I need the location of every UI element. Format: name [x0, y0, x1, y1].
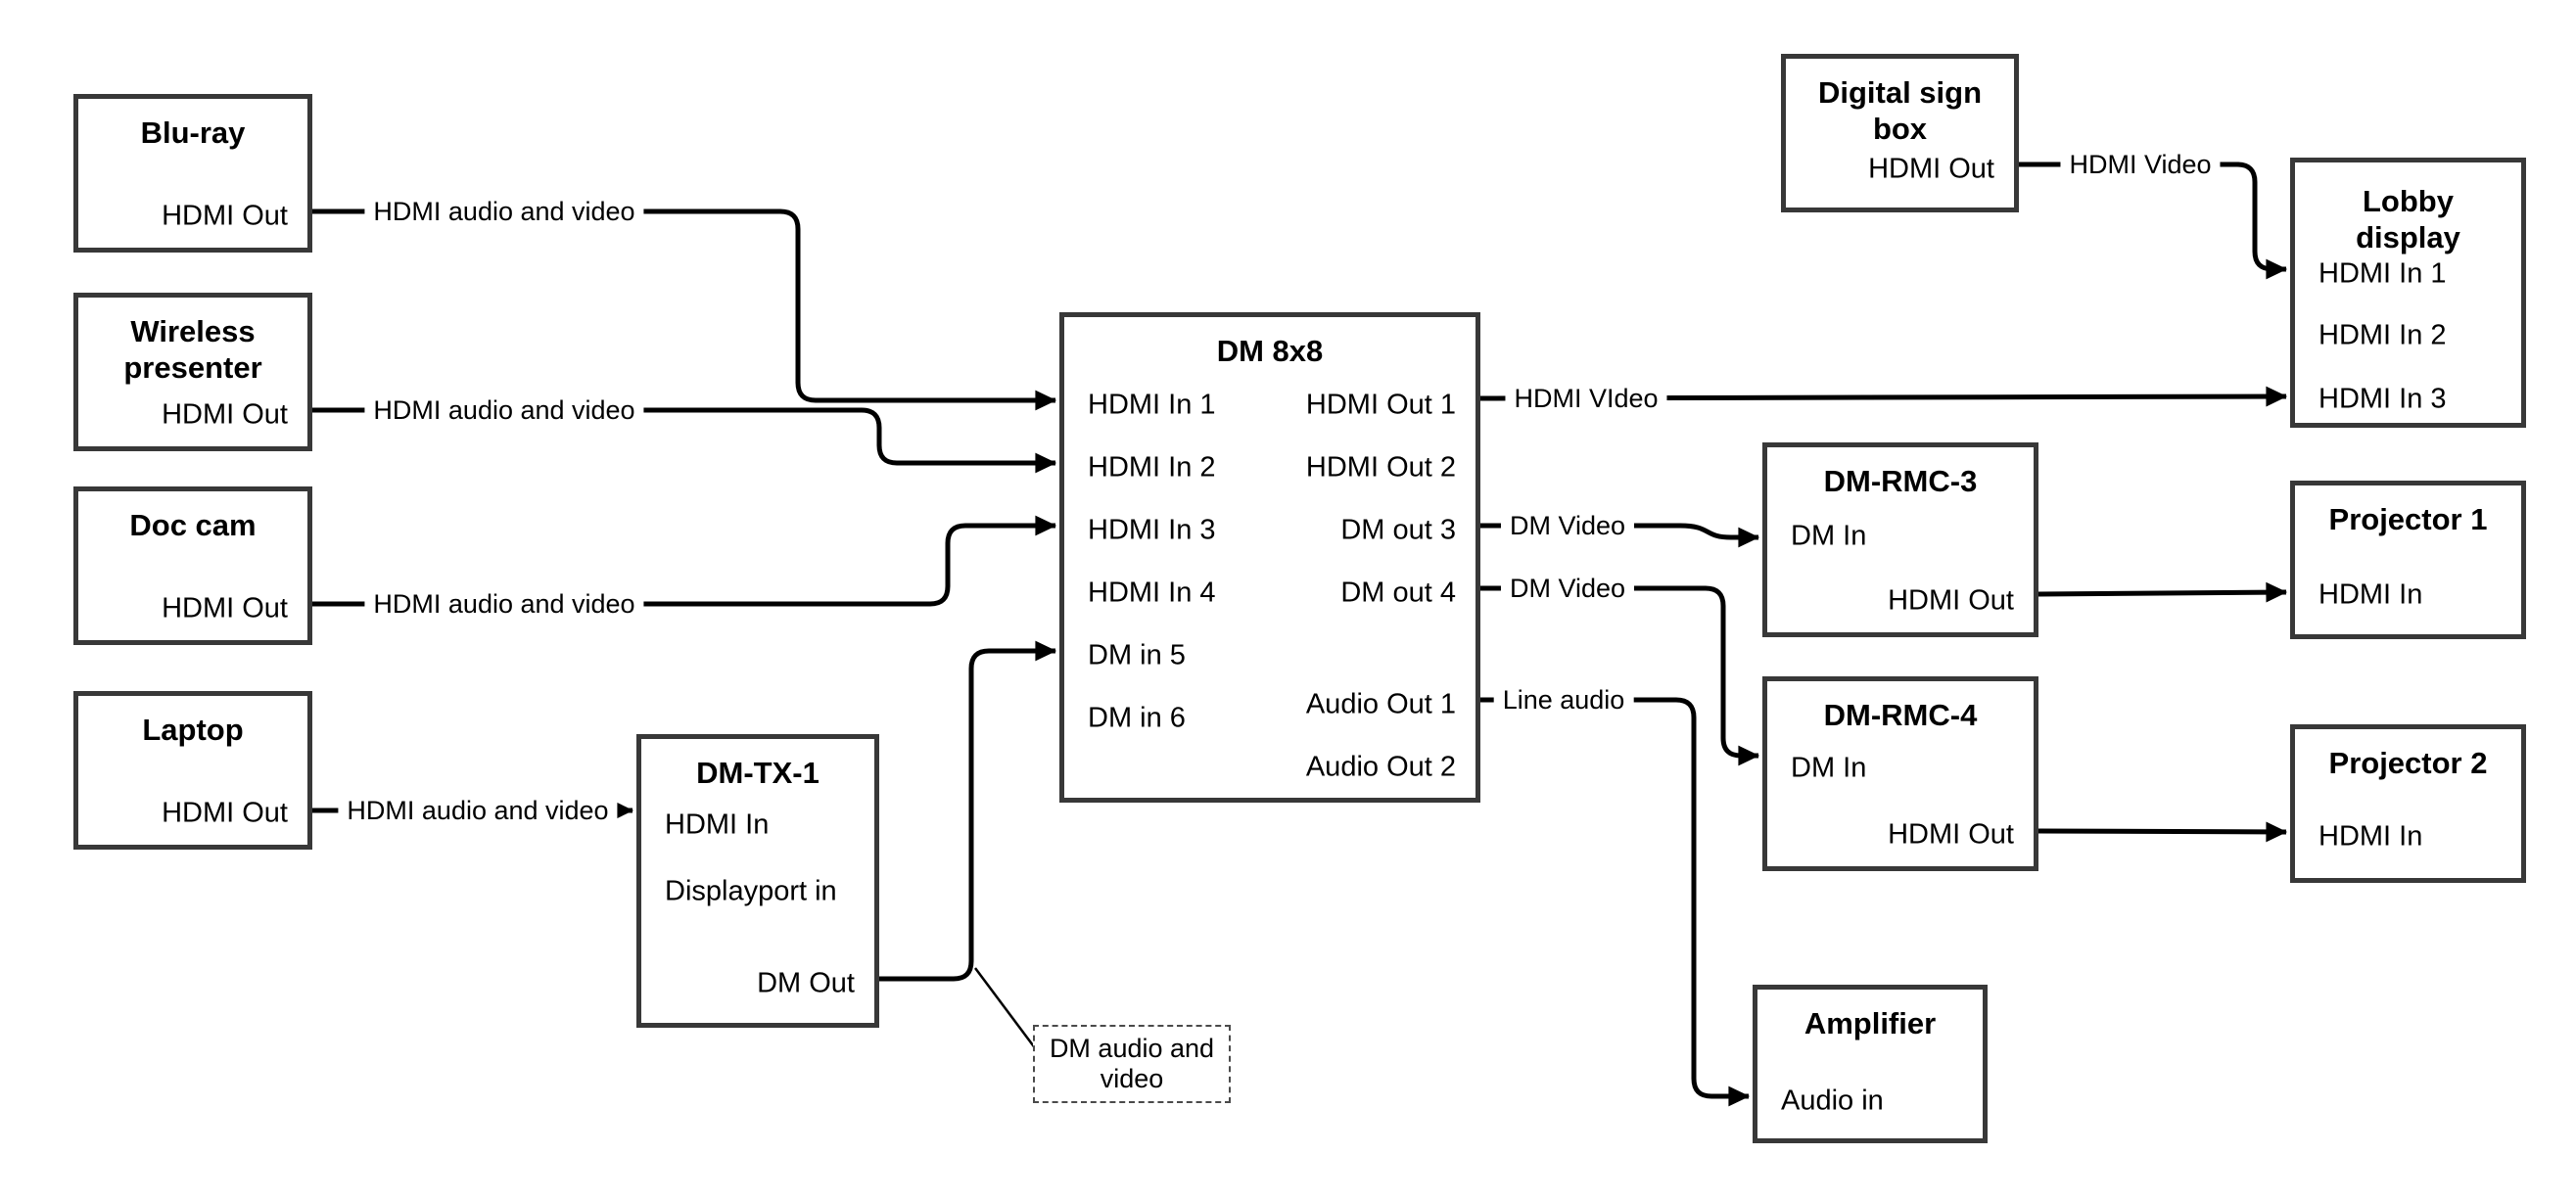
dm-rmc-4-box: DM-RMC-4 DM In HDMI Out: [1762, 676, 2038, 871]
laptop-box: Laptop HDMI Out: [73, 691, 312, 850]
lobby-display-port-hdmi-in-2: HDMI In 2: [2318, 319, 2447, 351]
dm-tx-1-port-displayport-in: Displayport in: [665, 875, 837, 907]
dm-8x8-port-dm-out-4: DM out 4: [1340, 577, 1456, 609]
dm-rmc-3-box: DM-RMC-3 DM In HDMI Out: [1762, 442, 2038, 637]
dm-audio-video-callout: DM audio and video: [1033, 1025, 1231, 1103]
callout-leader-line: [973, 967, 1038, 1050]
digital-sign-title: Digital sign box: [1817, 75, 1983, 146]
dm-rmc-4-port-dm-in: DM In: [1791, 752, 1867, 784]
wire-label-hdmi-video-out1: HDMI VIdeo: [1505, 382, 1667, 415]
doc-cam-box: Doc cam HDMI Out: [73, 486, 312, 645]
bluray-title: Blu-ray: [140, 115, 246, 150]
dm-8x8-port-dm-in-6: DM in 6: [1088, 702, 1186, 734]
connector-bluray-to-dm8x8-in1: [312, 208, 1057, 411]
dm-8x8-port-hdmi-out-1: HDMI Out 1: [1305, 389, 1456, 421]
dm-rmc-3-port-hdmi-out: HDMI Out: [1888, 584, 2014, 617]
wire-label-doccam: HDMI audio and video: [364, 587, 644, 621]
dm-8x8-port-hdmi-in-2: HDMI In 2: [1088, 451, 1216, 484]
connector-dm8x8-out4-to-rmc4: [1480, 585, 1760, 766]
connector-dmtx1-to-dm8x8-in5: [879, 640, 1057, 982]
dm-8x8-port-hdmi-out-2: HDMI Out 2: [1305, 451, 1456, 484]
dm-8x8-box: DM 8x8 HDMI In 1 HDMI In 2 HDMI In 3 HDM…: [1059, 312, 1480, 803]
connector-doccam-to-dm8x8-in3: [312, 515, 1057, 607]
digital-sign-port-hdmi-out: HDMI Out: [1868, 153, 1994, 185]
connector-rmc4-to-projector2: [2037, 821, 2288, 843]
connector-digitalsign-to-lobby-in1: [2019, 162, 2288, 280]
projector-1-box: Projector 1 HDMI In: [2290, 481, 2526, 639]
projector-1-port-hdmi-in: HDMI In: [2318, 578, 2423, 611]
bluray-box: Blu-ray HDMI Out: [73, 94, 312, 253]
wireless-presenter-port-hdmi-out: HDMI Out: [162, 398, 288, 431]
wire-label-laptop: HDMI audio and video: [338, 794, 618, 827]
bluray-port-hdmi-out: HDMI Out: [162, 200, 288, 232]
wireless-presenter-box: Wireless presenter HDMI Out: [73, 293, 312, 451]
wire-label-dm-video-3: DM Video: [1500, 509, 1635, 542]
dm-8x8-port-audio-out-1: Audio Out 1: [1305, 688, 1456, 720]
connector-wireless-to-dm8x8-in2: [312, 407, 1057, 474]
projector-2-port-hdmi-in: HDMI In: [2318, 820, 2423, 853]
dm-tx-1-port-hdmi-in: HDMI In: [665, 808, 770, 841]
projector-1-title: Projector 1: [2328, 502, 2488, 536]
dm-audio-video-callout-text: DM audio and video: [1049, 1034, 1215, 1093]
dm-8x8-port-hdmi-in-3: HDMI In 3: [1088, 514, 1216, 546]
laptop-title: Laptop: [142, 713, 244, 747]
dm-8x8-port-audio-out-2: Audio Out 2: [1305, 751, 1456, 783]
dm-tx-1-box: DM-TX-1 HDMI In Displayport in DM Out: [636, 734, 879, 1028]
amplifier-box: Amplifier Audio in: [1753, 985, 1988, 1143]
wire-label-hdmi-video-sign: HDMI Video: [2060, 148, 2221, 181]
dm-8x8-port-dm-in-5: DM in 5: [1088, 639, 1186, 671]
lobby-display-title: Lobby display: [2356, 184, 2460, 254]
dm-rmc-3-title: DM-RMC-3: [1823, 464, 1978, 498]
amplifier-title: Amplifier: [1803, 1006, 1937, 1040]
dm-8x8-title: DM 8x8: [1216, 334, 1324, 368]
lobby-display-port-hdmi-in-3: HDMI In 3: [2318, 383, 2447, 415]
wire-label-line-audio: Line audio: [1493, 683, 1634, 716]
dm-8x8-port-hdmi-in-1: HDMI In 1: [1088, 389, 1216, 421]
projector-2-title: Projector 2: [2328, 746, 2488, 780]
laptop-port-hdmi-out: HDMI Out: [162, 797, 288, 829]
digital-sign-box: Digital sign box HDMI Out: [1781, 54, 2019, 212]
lobby-display-box: Lobby display HDMI In 1 HDMI In 2 HDMI I…: [2290, 158, 2526, 428]
connector-dm8x8-out3-to-rmc3: [1480, 523, 1760, 548]
wireless-presenter-title: Wireless presenter: [123, 314, 262, 385]
doc-cam-title: Doc cam: [129, 508, 257, 542]
connector-rmc3-to-projector1: [2037, 581, 2288, 603]
dm-tx-1-port-dm-out: DM Out: [757, 967, 855, 999]
dm-8x8-port-dm-out-3: DM out 3: [1340, 514, 1456, 546]
wire-label-dm-video-4: DM Video: [1500, 572, 1635, 605]
connector-dm8x8-audio1-to-amplifier: [1480, 697, 1751, 1107]
dm-rmc-4-port-hdmi-out: HDMI Out: [1888, 818, 2014, 851]
wire-label-wireless: HDMI audio and video: [364, 393, 644, 427]
projector-2-box: Projector 2 HDMI In: [2290, 724, 2526, 883]
lobby-display-port-hdmi-in-1: HDMI In 1: [2318, 257, 2447, 290]
amplifier-port-audio-in: Audio in: [1781, 1085, 1884, 1117]
dm-rmc-3-port-dm-in: DM In: [1791, 520, 1867, 552]
dm-tx-1-title: DM-TX-1: [696, 756, 820, 790]
wire-label-bluray: HDMI audio and video: [364, 195, 644, 228]
doc-cam-port-hdmi-out: HDMI Out: [162, 592, 288, 624]
dm-rmc-4-title: DM-RMC-4: [1823, 698, 1978, 732]
dm-8x8-port-hdmi-in-4: HDMI In 4: [1088, 577, 1216, 609]
